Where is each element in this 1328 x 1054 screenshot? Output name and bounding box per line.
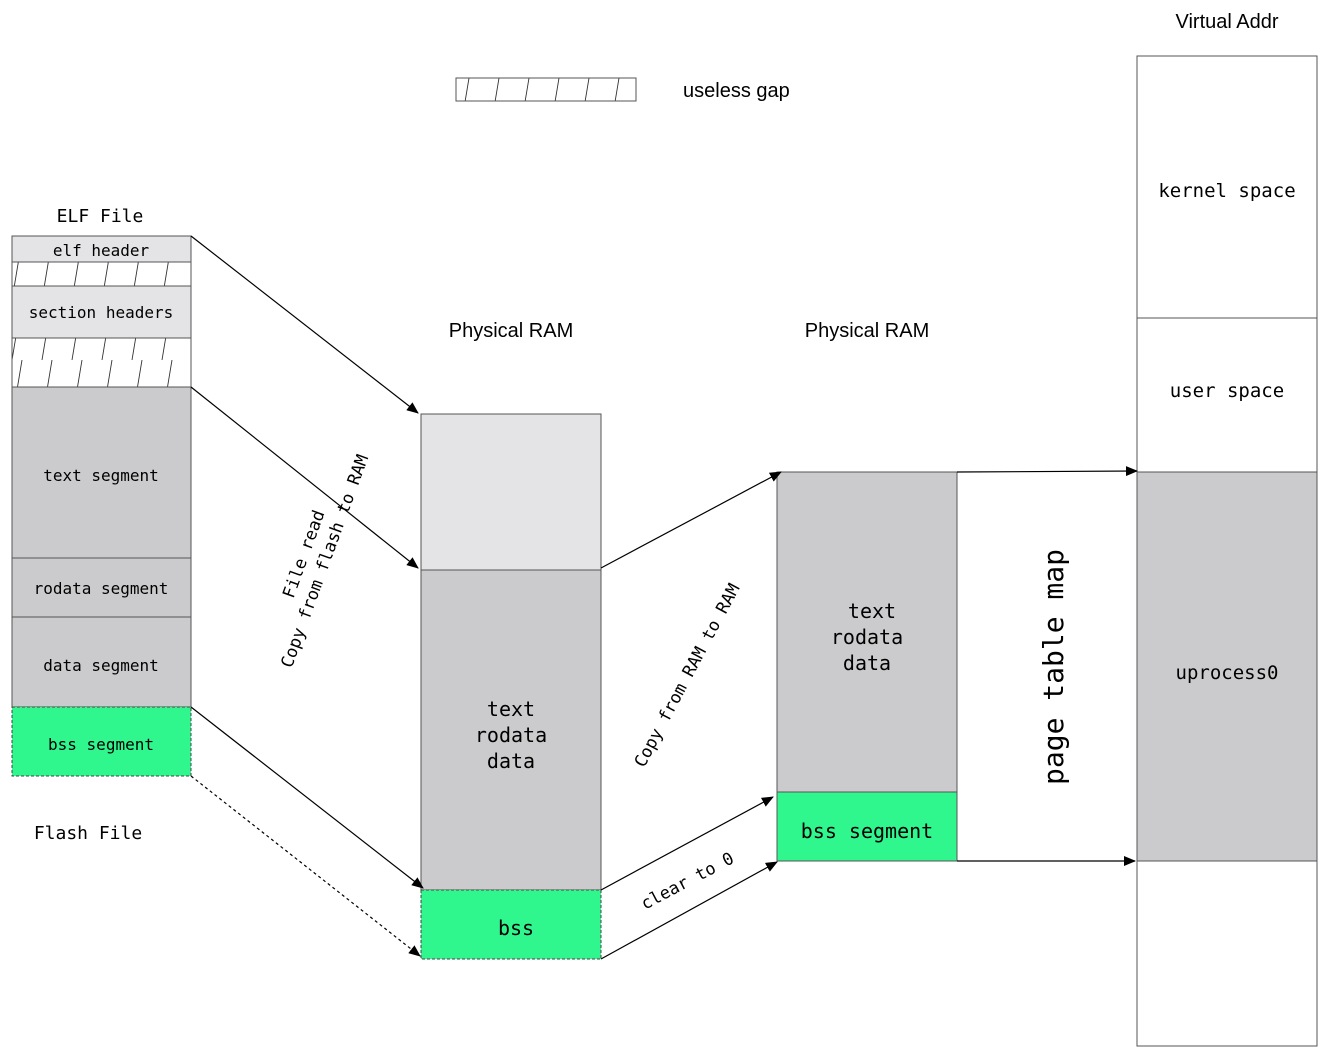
ram1-text-line: text — [487, 697, 535, 721]
ram2-data-line: data — [843, 651, 891, 675]
arrow-ram1-bss-to-ram2-bottom — [600, 861, 778, 960]
elf-gap-2 — [11, 337, 192, 388]
virtual-address-space: Virtual Addr kernel space user space upr… — [1136, 11, 1318, 1047]
data-segment-block — [11, 616, 192, 708]
elf-file-column: ELF File elf header section headers text… — [11, 206, 192, 844]
copy-ram-label: Copy from RAM to RAM — [631, 581, 745, 771]
elf-gap-1 — [11, 261, 192, 287]
data-segment-label: data segment — [43, 656, 159, 675]
physical-ram-1: Physical RAM text rodata data bss — [420, 320, 602, 960]
ram1-rodata-line: rodata — [475, 723, 547, 747]
ram1-main-block — [420, 569, 602, 891]
section-headers-block — [11, 285, 192, 339]
arrow-bss-dashed-to-ram — [190, 775, 421, 957]
ram1-title: Physical RAM — [449, 320, 573, 342]
legend-gap-label: useless gap — [683, 80, 790, 102]
user-space-block — [1136, 317, 1318, 473]
elf-title: ELF File — [57, 206, 144, 227]
virtual-addr-title: Virtual Addr — [1175, 11, 1278, 33]
kernel-space-label: kernel space — [1158, 180, 1295, 202]
text-segment-label: text segment — [43, 466, 159, 485]
elf-header-label: elf header — [53, 241, 150, 260]
elf-bss-segment-label: bss segment — [48, 735, 154, 754]
rodata-segment-label: rodata segment — [34, 579, 169, 598]
ram2-bss-label: bss segment — [801, 819, 933, 843]
arrow-header-to-ram — [190, 235, 419, 414]
ram1-bss-label: bss — [498, 916, 534, 940]
section-headers-label: section headers — [29, 303, 174, 322]
arrow-ram1-bss-to-ram2-mid — [600, 796, 774, 891]
physical-ram-2: Physical RAM text rodata data bss segmen… — [776, 320, 958, 862]
arrow-bss-to-ram — [190, 706, 424, 889]
kernel-space-block — [1136, 55, 1318, 319]
text-segment-block — [11, 386, 192, 559]
ram1-bss-block — [420, 889, 602, 960]
arrow-ram1-to-ram2-top — [600, 471, 782, 569]
ram2-text-line: text — [848, 599, 896, 623]
arrow-map-top — [956, 466, 1138, 477]
rodata-segment-block — [11, 557, 192, 618]
arrows — [190, 235, 1138, 960]
legend-hatch-swatch — [455, 77, 637, 102]
ram1-data-line: data — [487, 749, 535, 773]
virtual-bottom-block — [1136, 860, 1318, 1047]
user-space-label: user space — [1170, 380, 1284, 402]
uprocess-label: uprocess0 — [1176, 662, 1279, 684]
page-table-map-label: page table map — [1037, 549, 1070, 785]
ram1-header-block — [420, 413, 602, 571]
clear-to-zero-label: clear to 0 — [638, 849, 738, 915]
flash-file-label: Flash File — [34, 823, 142, 844]
ram2-bss-block — [776, 791, 958, 862]
elf-header-block — [11, 235, 192, 263]
ram2-rodata-line: rodata — [831, 625, 903, 649]
elf-bss-segment-block — [11, 706, 192, 777]
ram2-main-block — [776, 471, 958, 793]
legend: useless gap — [455, 77, 790, 102]
ram2-title: Physical RAM — [805, 320, 929, 342]
uprocess-block — [1136, 471, 1318, 862]
arrow-text-to-ram — [190, 386, 419, 569]
